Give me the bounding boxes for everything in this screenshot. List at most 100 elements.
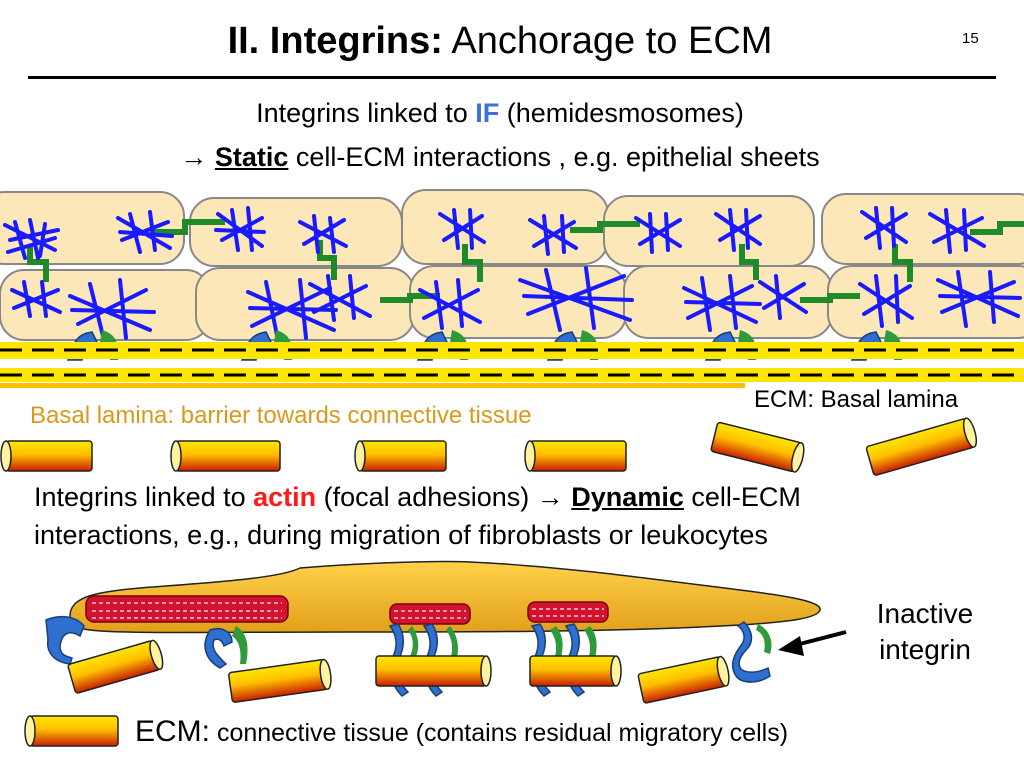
desmosome-junction [317,240,337,280]
collagen-fibril [529,440,627,472]
collagen-fibril-tilted [228,658,332,703]
if-bundle [10,280,62,318]
if-bundle [418,278,482,330]
collagen-fibril-tilted [865,417,978,476]
actin-bundle [527,601,609,623]
integrin-beta-green [408,626,419,660]
desmosome-junction [27,246,49,282]
collagen-fibril [175,440,281,472]
if-bundle [936,270,1022,328]
intermediate-filaments [3,206,1022,342]
basal-lamina-note: Basal lamina: barrier towards connective… [30,402,532,429]
arrow-icon: → [536,482,564,512]
actin-bead-pattern [92,602,282,619]
lamina-edge [0,383,745,388]
if-bundle [518,266,634,332]
if-bundle [298,214,348,254]
static-line1-post: (hemidesmosomes) [499,98,744,128]
if-bundle [438,208,486,250]
ecm-key: ECM: [135,715,210,748]
dynamic-line1-post: cell-ECM [683,482,801,512]
if-bundle [308,274,372,322]
title-rule [28,76,996,79]
desmosome-junction [800,293,860,303]
actin-bead-pattern [532,608,604,617]
if-bundle [116,210,174,254]
dynamic-line1-mid: (focal adhesions) [316,482,537,512]
epithelial-cell [0,269,211,341]
actin-keyword: actin [253,482,317,512]
if-bundle [634,212,682,254]
ecm-basal-lamina-label: ECM: Basal lamina [754,386,959,413]
actin-fibers [85,595,609,625]
static-line1-pre: Integrins linked to [256,98,476,128]
collagen-fibril-tilted [637,655,730,704]
if-bundle [682,274,762,332]
if-bundle [860,206,908,250]
if-keyword: IF [475,98,500,128]
fibril-end [354,440,366,472]
fibril-end [524,440,536,472]
desmosome-junction [739,244,759,280]
static-line-1: Integrins linked to IF (hemidesmosomes) [0,96,1000,130]
integrin-alpha-blue [204,628,233,669]
fibril-end [0,440,12,472]
dynamic-line1-pre: Integrins linked to [34,482,254,512]
slide-title: II. Integrins: Anchorage to ECM [0,18,1000,64]
collagen-fibril-tilted [710,421,805,473]
if-bundle [928,208,986,254]
if-bundle [68,278,156,342]
collagen-fibril [529,655,617,687]
epithelial-cell [827,265,1024,339]
integrin-beta-green [446,626,458,662]
connective-tissue-fibrils [24,639,730,747]
collagen-fibrils [0,417,978,476]
desmosome-junction [970,221,1024,235]
integrin-beta-green [550,626,563,662]
arrow-head-icon [778,636,804,656]
basal-lamina [0,342,1024,388]
integrin-beta-green [232,626,248,664]
slide-number: 15 [962,30,979,47]
epithelial-cells [0,189,1024,341]
integrin-alpha-blue [45,615,85,665]
if-bundle [758,274,808,320]
desmosome-junction [892,244,913,282]
fibril-end [480,655,492,687]
static-line2-post: cell-ECM interactions , e.g. epithelial … [288,142,820,172]
desmosome-junction [380,293,440,303]
integrin-alpha-blue [731,621,771,683]
inactive-integrin-arrow [778,630,847,656]
dynamic-keyword: Dynamic [571,482,684,512]
if-bundle [3,218,60,260]
if-bundle [858,274,914,328]
dynamic-line-1: Integrins linked to actin (focal adhesio… [34,480,801,514]
ecm-rest: connective tissue (contains residual mig… [210,719,789,747]
static-keyword: Static [214,142,289,172]
collagen-fibril [375,655,487,687]
desmosome-junctions [27,219,1024,303]
actin-bead-pattern [394,610,466,619]
dynamic-line-2: interactions, e.g., during migration of … [34,520,768,550]
if-bundle [246,278,338,342]
desmosome-junction [150,219,225,235]
fibril-end [24,715,36,747]
integrin-beta-green [756,624,772,654]
title-rest: Anchorage to ECM [442,20,773,62]
fibril-end [170,440,182,472]
desmosome-junction [570,221,640,233]
collagen-fibril-tilted [67,639,164,694]
collagen-fibril [359,440,447,472]
ecm-connective-label: ECM: connective tissue (contains residua… [135,715,788,749]
collagen-fibril-legend [29,715,119,747]
arrow-icon: → [180,142,208,172]
if-bundle [528,214,578,256]
desmosome-junction [462,244,483,282]
inactive-line-1: Inactive [876,598,974,629]
fibril-end [610,655,622,687]
collagen-fibril [5,440,93,472]
if-bundle [214,206,266,252]
static-line-2: → Static cell-ECM interactions , e.g. ep… [0,140,1000,174]
